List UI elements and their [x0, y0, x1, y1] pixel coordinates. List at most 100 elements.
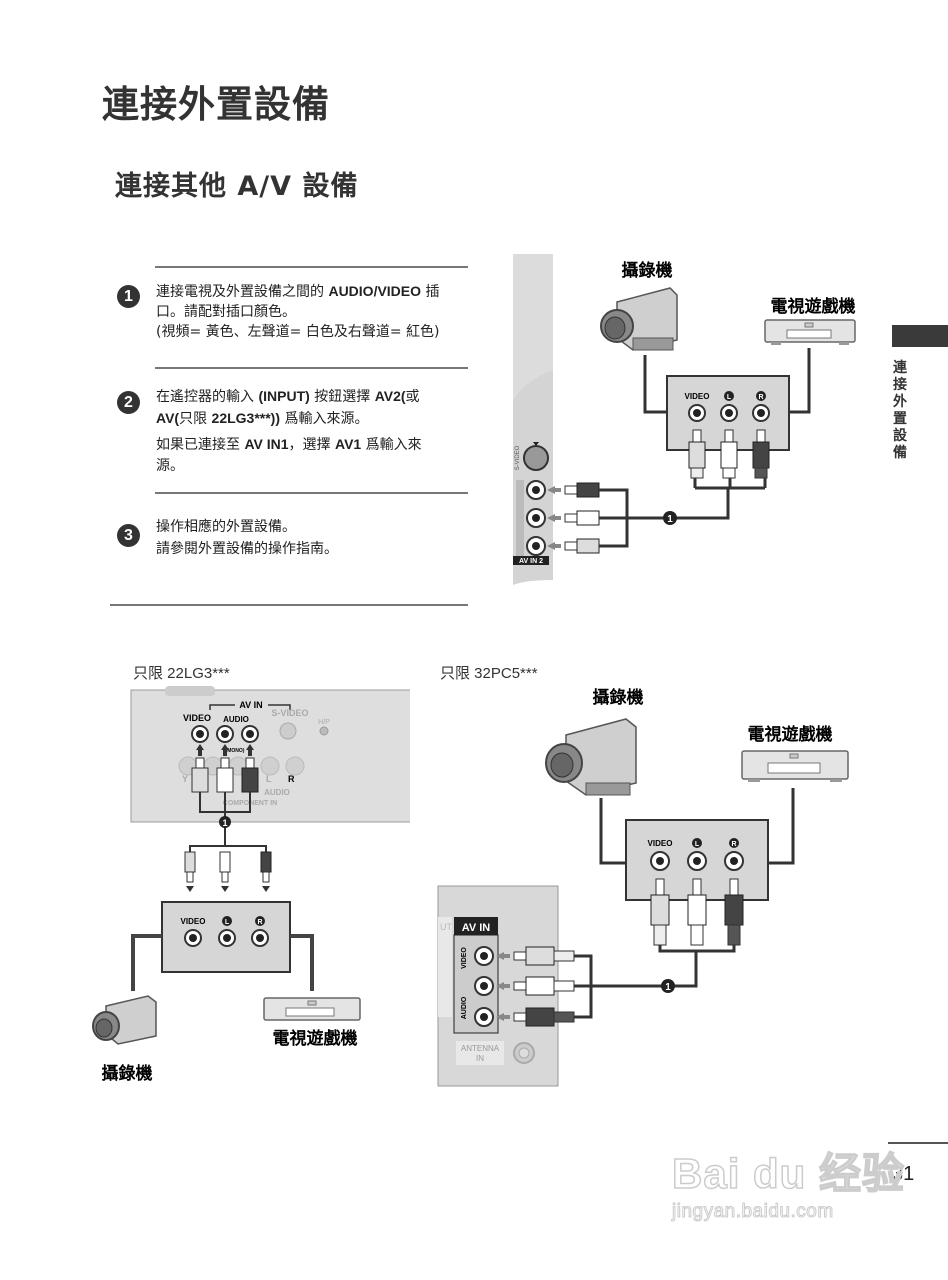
text: 口。請配對插口顏色。	[156, 304, 296, 320]
s-video-label: S-VIDEO	[271, 708, 308, 718]
cable-marker-1	[663, 511, 677, 525]
tv-jack-video	[526, 536, 546, 556]
cable-marker-1	[661, 979, 675, 993]
model-caption-22lg3: 只限 22LG3***	[133, 665, 230, 682]
device-jack-video	[688, 404, 706, 422]
text: 源。	[156, 458, 184, 474]
plug-red-device	[260, 851, 272, 892]
device-jack-video	[184, 929, 202, 947]
av-in-badge	[454, 917, 498, 935]
audio-label: AUDIO	[461, 996, 468, 1019]
device-jack-r	[251, 929, 269, 947]
jack-label-r-badge	[255, 916, 265, 926]
plug-yellow-device	[688, 429, 706, 479]
antenna-in-label: IN	[476, 1054, 484, 1063]
text: 或	[405, 389, 420, 405]
text: 請參閱外置設備的操作指南。	[156, 541, 338, 557]
jack-label-video: VIDEO	[648, 839, 673, 848]
tv-jack-audio-r	[474, 1007, 494, 1027]
tv-rear-panel	[130, 689, 410, 823]
text: ，選擇	[288, 437, 335, 453]
device-jack-l	[687, 851, 707, 871]
plug-white-device	[687, 878, 707, 946]
jack-label-l-badge	[692, 838, 702, 848]
av-in-label: AV IN	[462, 922, 491, 934]
side-tab-marker	[892, 325, 948, 347]
cable-marker-1-label: 1	[667, 514, 673, 525]
audio-sub-label: AUDIO	[264, 788, 290, 797]
av-in-bracket	[268, 704, 291, 710]
s-video-label: S-VIDEO	[515, 445, 521, 470]
text-bold: AV IN1	[244, 436, 289, 452]
tv-jack-audio-r	[526, 480, 546, 500]
tv-panel-out-section	[438, 917, 452, 1017]
jack-label-video: VIDEO	[181, 917, 206, 926]
jack-label-r: R	[758, 394, 763, 401]
text-bold: AV1	[335, 436, 362, 452]
text-bold: AV(	[156, 410, 180, 426]
tv-jack-audio-l	[474, 976, 494, 996]
av-in-2-badge	[513, 556, 549, 565]
watermark-brand: Bai du 经验	[671, 1149, 906, 1198]
watermark: Bai du 经验 jingyan.baidu.com	[671, 1140, 906, 1223]
game-console-label: 電視遊戲機	[748, 724, 833, 744]
game-console-label: 電視遊戲機	[771, 296, 856, 316]
hp-label: H/P	[318, 719, 330, 726]
plug-red-tv	[547, 482, 600, 498]
jack-label-r: R	[257, 919, 262, 926]
camcorder-icon	[600, 287, 678, 351]
camcorder-icon	[545, 718, 637, 796]
camcorder-cable	[643, 355, 667, 414]
divider	[110, 604, 468, 606]
l-label: L	[266, 774, 272, 784]
av-in-jack-audio-r	[241, 725, 259, 743]
plug-yellow-device	[650, 878, 670, 946]
jack-label-l: L	[695, 841, 700, 848]
jack-label-l: L	[727, 394, 732, 401]
step-3-text: 操作相應的外置設備。 請參閱外置設備的操作指南。	[156, 516, 486, 560]
audio-label: AUDIO	[223, 715, 249, 724]
text: 在遙控器的輸入	[156, 389, 259, 405]
av-in-bracket	[209, 704, 235, 710]
jack-label-l-badge	[724, 391, 734, 401]
cable-marker-1-label: 1	[665, 982, 671, 993]
device-jack-r	[724, 851, 744, 871]
step-number-3: 3	[117, 524, 140, 547]
out-label-partial: UT	[440, 922, 452, 932]
console-cable	[789, 348, 811, 414]
plug-white-device	[720, 429, 738, 479]
footer-rule	[888, 1142, 948, 1144]
text: 如果已連接至	[156, 437, 245, 453]
console-cable	[290, 934, 314, 991]
device-jack-r	[752, 404, 770, 422]
headphone-jack	[319, 726, 329, 736]
divider	[155, 492, 468, 494]
text: (視頻= 黃色、左聲道= 白色及右聲道= 紅色)	[156, 324, 440, 340]
jack-label-r: R	[731, 841, 736, 848]
divider	[155, 266, 468, 268]
plug-white-tv	[547, 510, 600, 526]
device-jack-l	[218, 929, 236, 947]
r-label: R	[288, 774, 295, 784]
av-cable	[574, 945, 736, 1019]
step-2-text: 在遙控器的輸入 (INPUT) 按鈕選擇 AV2(或 AV(只限 22LG3**…	[156, 386, 486, 477]
watermark-url: jingyan.baidu.com	[671, 1201, 834, 1223]
text: 爲輸入來	[361, 437, 422, 453]
game-console-icon	[741, 750, 849, 782]
text: 按鈕選擇	[309, 389, 375, 405]
camcorder-cable	[131, 934, 162, 991]
game-console-label: 電視遊戲機	[273, 1028, 358, 1048]
console-cable	[768, 788, 795, 865]
camcorder-label: 攝錄機	[622, 260, 673, 280]
side-tab-label: 連接外置設備	[893, 360, 907, 461]
mono-label: (MONO)	[226, 748, 245, 754]
plug-red-tv	[496, 1007, 575, 1027]
s-video-jack	[279, 722, 297, 740]
antenna-label: ANTENNA	[461, 1044, 500, 1053]
s-video-marker-icon	[533, 442, 539, 446]
video-label: VIDEO	[183, 713, 211, 723]
page-number: 31	[892, 1163, 915, 1185]
plug-white-device	[219, 851, 231, 892]
device-jack-video	[650, 851, 670, 871]
camcorder-label: 攝錄機	[102, 1063, 153, 1083]
